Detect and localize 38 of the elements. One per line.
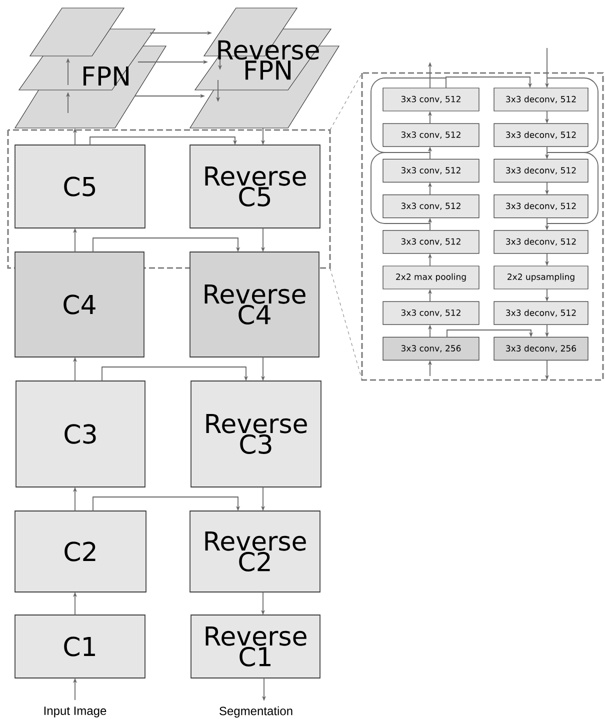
layer-box: 3x3 conv, 512 (382, 194, 480, 218)
layer-box: 3x3 deconv, 512 (494, 230, 588, 254)
layer-block: Reverse C5 (190, 144, 320, 228)
arrow (92, 496, 240, 512)
input-label: Input Image (44, 706, 106, 718)
skip-connection-line (546, 152, 598, 224)
layer-box: 3x3 conv, 512 (382, 123, 480, 147)
layer-box: 3x3 deconv, 256 (494, 336, 588, 360)
layer-block: Reverse C4 (190, 252, 320, 358)
arrow (446, 330, 534, 338)
layer-block: Reverse C1 (190, 614, 320, 678)
layer-box: 3x3 conv, 256 (382, 336, 480, 360)
layer-block: C5 (14, 144, 146, 228)
layer-box: 2x2 max pooling (382, 266, 480, 290)
layer-box: 3x3 deconv, 512 (494, 194, 588, 218)
arrow (90, 136, 238, 146)
skip-connection-line (370, 152, 430, 224)
layer-box: 3x3 conv, 512 (382, 158, 480, 182)
layer-block: Reverse C2 (190, 510, 320, 592)
skip-connection-line (370, 78, 446, 153)
layer-block: Reverse C3 (190, 380, 322, 488)
layer-box: 3x3 deconv, 512 (494, 88, 588, 112)
arrow (446, 76, 532, 88)
layer-block: C4 (14, 252, 144, 358)
output-label: Segmentation (220, 706, 292, 718)
layer-box: 3x3 conv, 512 (382, 88, 480, 112)
layer-block: C1 (14, 614, 146, 678)
layer-block: C2 (14, 510, 146, 592)
layer-box: 3x3 deconv, 512 (494, 158, 588, 182)
layer-block: C3 (16, 380, 146, 488)
layer-box: 2x2 upsampling (494, 266, 588, 290)
arrow (102, 366, 248, 382)
layer-box: 3x3 deconv, 512 (494, 301, 588, 325)
layer-box: 3x3 conv, 512 (382, 230, 480, 254)
layer-box: 3x3 conv, 512 (382, 301, 480, 325)
layer-box: 3x3 deconv, 512 (494, 123, 588, 147)
skip-connection-line (546, 78, 598, 153)
arrow (92, 238, 240, 252)
